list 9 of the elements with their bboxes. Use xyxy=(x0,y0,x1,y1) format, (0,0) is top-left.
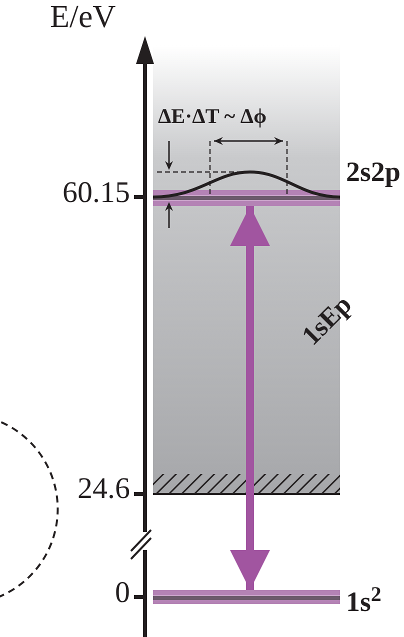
axis-title: E/eV xyxy=(50,0,117,32)
tick-label: 0 xyxy=(114,578,130,608)
level-label: 1s$^{2}$ xyxy=(346,588,382,618)
level-label: 2s2p xyxy=(346,158,400,188)
tick-label: 24.6 xyxy=(76,474,130,504)
uncertainty-relation: ΔE·ΔT ~ Δϕ xyxy=(158,106,268,127)
tick-label: 60.15 xyxy=(62,178,130,208)
double-arrow xyxy=(230,206,270,590)
edge-label: 1sEp xyxy=(296,289,358,351)
